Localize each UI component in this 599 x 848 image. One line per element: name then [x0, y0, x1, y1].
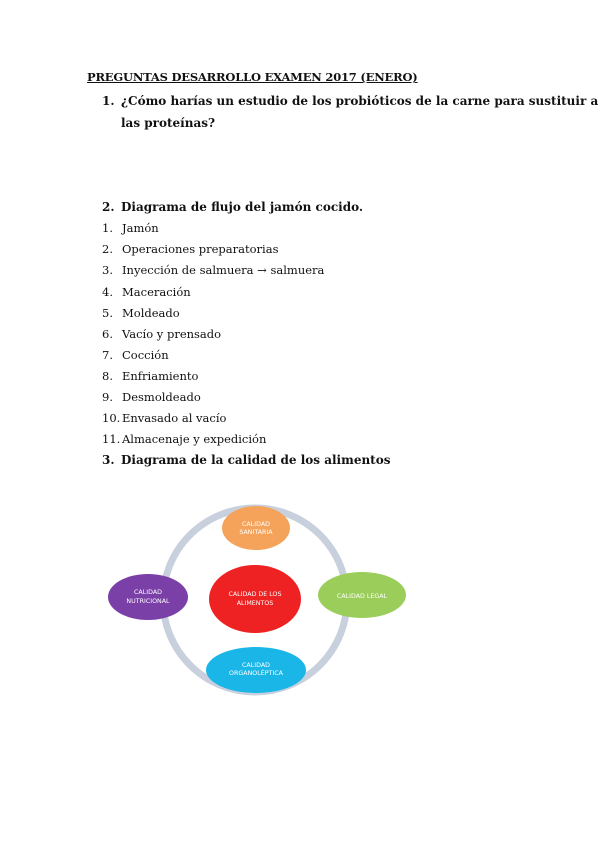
node-organoleptica-label-1: CALIDAD — [242, 662, 270, 669]
node-organoleptica-label-2: ORGANOLÉPTICA — [229, 668, 284, 677]
node-nutricional-label-2: NUTRICIONAL — [126, 598, 170, 605]
node-sanitaria-label-1: CALIDAD — [242, 521, 270, 528]
flow-step-text: Desmoldeado — [122, 390, 201, 404]
flow-step-number: 10. — [102, 411, 121, 425]
flow-step-text: Enfriamiento — [122, 369, 199, 383]
flow-step-text: Cocción — [122, 348, 169, 362]
node-sanitaria-label-2: SANITARIA — [239, 529, 273, 536]
flow-step-number: 11. — [102, 432, 121, 446]
flow-step-number: 8. — [102, 369, 113, 383]
flow-step: 4. Maceración — [102, 285, 191, 299]
flow-step-number: 6. — [102, 327, 113, 341]
node-legal: CALIDAD LEGAL — [318, 572, 406, 618]
question-3-number: 3. — [102, 453, 115, 467]
flow-step: 10.Envasado al vacío — [102, 411, 226, 425]
node-center: CALIDAD DE LOS ALIMENTOS — [209, 565, 301, 633]
flow-step: 9. Desmoldeado — [102, 390, 201, 404]
question-3-line-1: Diagrama de la calidad de los alimentos — [121, 453, 391, 467]
flow-step: 8. Enfriamiento — [102, 369, 198, 383]
flow-step: 1. Jamón — [102, 221, 159, 235]
flow-step-text: Operaciones preparatorias — [122, 242, 279, 256]
node-nutricional: CALIDAD NUTRICIONAL — [108, 574, 188, 620]
flow-step-text: Moldeado — [122, 306, 180, 320]
flow-step-text: Envasado al vacío — [122, 411, 227, 425]
question-1-line-1: ¿Cómo harías un estudio de los probiótic… — [121, 94, 599, 108]
flow-step: 5. Moldeado — [102, 306, 180, 320]
flow-step-number: 9. — [102, 390, 113, 404]
node-center-label-2: ALIMENTOS — [237, 600, 274, 607]
flow-step-text: Vacío y prensado — [122, 327, 222, 341]
flow-step: 3. Inyección de salmuera → salmuera — [102, 263, 324, 277]
question-1-line-2: las proteínas? — [121, 116, 216, 130]
flow-step-number: 7. — [102, 348, 113, 362]
node-organoleptica: CALIDAD ORGANOLÉPTICA — [206, 647, 306, 693]
document-title: PREGUNTAS DESARROLLO EXAMEN 2017 (ENERO) — [87, 70, 418, 84]
flow-step: 11.Almacenaje y expedición — [102, 432, 266, 446]
flow-step: 7. Cocción — [102, 348, 169, 362]
flow-step-number: 3. — [102, 263, 113, 277]
flow-step-number: 5. — [102, 306, 113, 320]
flow-step-number: 4. — [102, 285, 113, 299]
node-nutricional-label-1: CALIDAD — [134, 589, 162, 596]
flow-step-number: 1. — [102, 221, 113, 235]
node-center-label-1: CALIDAD DE LOS — [228, 591, 281, 598]
flow-step-number: 2. — [102, 242, 113, 256]
flow-step: 2. Operaciones preparatorias — [102, 242, 278, 256]
node-sanitaria: CALIDAD SANITARIA — [222, 506, 290, 550]
flow-step-text: Jamón — [122, 221, 159, 235]
question-2-line-1: Diagrama de flujo del jamón cocido. — [121, 200, 364, 214]
question-1-number: 1. — [102, 94, 115, 108]
question-2-number: 2. — [102, 200, 115, 214]
flow-step-text: Almacenaje y expedición — [122, 432, 267, 446]
flow-step-text: Maceración — [122, 285, 191, 299]
flow-step-text: Inyección de salmuera → salmuera — [122, 263, 325, 277]
flow-step: 6. Vacío y prensado — [102, 327, 221, 341]
node-legal-label: CALIDAD LEGAL — [337, 593, 388, 600]
quality-diagram: CALIDAD SANITARIA CALIDAD LEGAL CALIDAD … — [108, 504, 406, 696]
